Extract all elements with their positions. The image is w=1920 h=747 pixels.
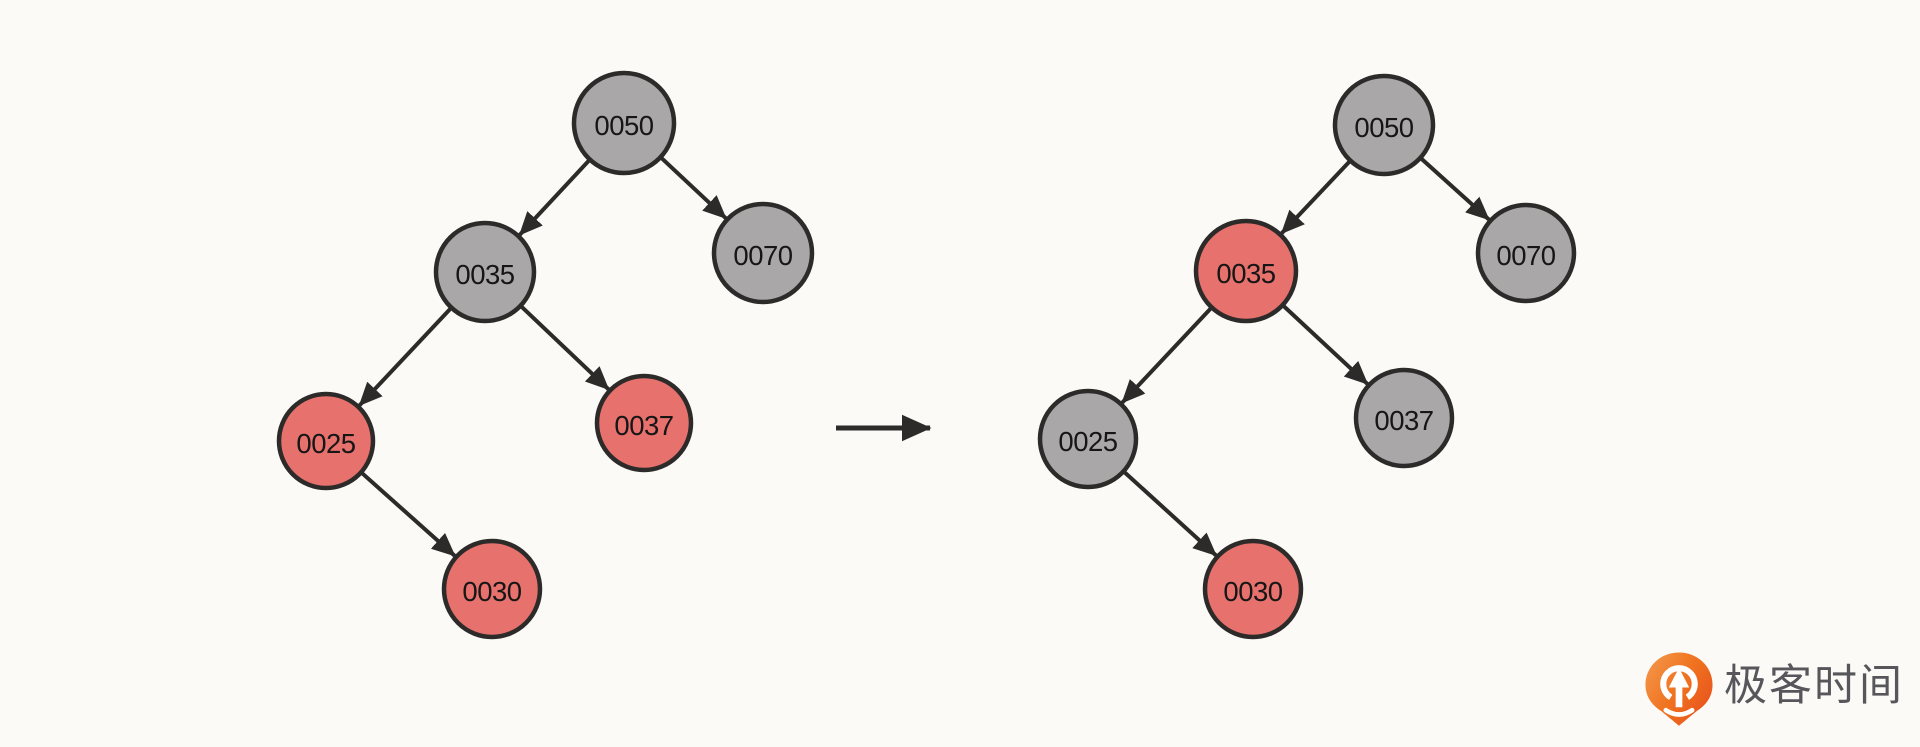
node-circle	[711, 201, 815, 305]
logo-arrow-head	[1668, 667, 1690, 688]
node-circle	[594, 373, 694, 473]
tree-edge-0050-0035	[518, 158, 591, 237]
before-node-0050: 0050	[571, 70, 677, 176]
geektime-logo-icon	[1645, 652, 1713, 726]
node-circle	[1353, 367, 1455, 469]
node-label: 0037	[1374, 405, 1433, 436]
before-node-0035: 0035	[433, 220, 537, 324]
tree-edge-0035-0037	[519, 304, 610, 391]
tree-edge-0035-0025	[1120, 306, 1213, 404]
after-node-0070: 0070	[1475, 202, 1577, 304]
after-node-0030: 0030	[1202, 538, 1304, 640]
tree-edge-0035-0037	[1281, 304, 1369, 386]
tree-edge-0025-0030	[1122, 470, 1218, 557]
tree-edge-0050-0070	[1419, 156, 1491, 222]
geektime-logo-text: 极客时间	[1724, 661, 1904, 710]
node-circle	[1475, 202, 1577, 304]
node-label: 0050	[1354, 112, 1413, 143]
node-circle	[441, 538, 543, 640]
node-circle	[1202, 538, 1304, 640]
node-label: 0030	[1223, 576, 1282, 607]
geektime-brand: 极客时间	[1644, 651, 1904, 727]
tree-edge-0035-0025	[358, 307, 453, 407]
before-node-0030: 0030	[441, 538, 543, 640]
node-label: 0035	[1216, 258, 1275, 289]
tree-edge-0025-0030	[360, 471, 457, 558]
after-node-0035: 0035	[1193, 218, 1299, 324]
before-node-0070: 0070	[711, 201, 815, 305]
tree-edge-0050-0035	[1280, 159, 1352, 235]
node-label: 0070	[733, 240, 792, 271]
node-label: 0070	[1496, 240, 1555, 271]
node-label: 0035	[455, 259, 514, 290]
before-node-0037: 0037	[594, 373, 694, 473]
node-circle	[1193, 218, 1299, 324]
tree-edge-0050-0070	[659, 156, 728, 220]
node-circle	[433, 220, 537, 324]
after-node-0025: 0025	[1037, 388, 1139, 490]
after-node-0037: 0037	[1353, 367, 1455, 469]
node-circle	[276, 391, 376, 491]
node-label: 0025	[296, 428, 355, 459]
node-circle	[571, 70, 677, 176]
logo-tail-notch	[1663, 707, 1695, 717]
node-circle	[1037, 388, 1139, 490]
before-tree: 0050 0035 0070 0025 0037 0030	[276, 70, 815, 640]
node-label: 0025	[1058, 426, 1117, 457]
node-label: 0030	[462, 576, 521, 607]
node-circle	[1332, 73, 1436, 177]
after-node-0050: 0050	[1332, 73, 1436, 177]
before-node-0025: 0025	[276, 391, 376, 491]
node-label: 0037	[614, 410, 673, 441]
node-label: 0050	[594, 110, 653, 141]
after-tree: 0050 0035 0070 0025 0037 0030	[1037, 73, 1577, 640]
